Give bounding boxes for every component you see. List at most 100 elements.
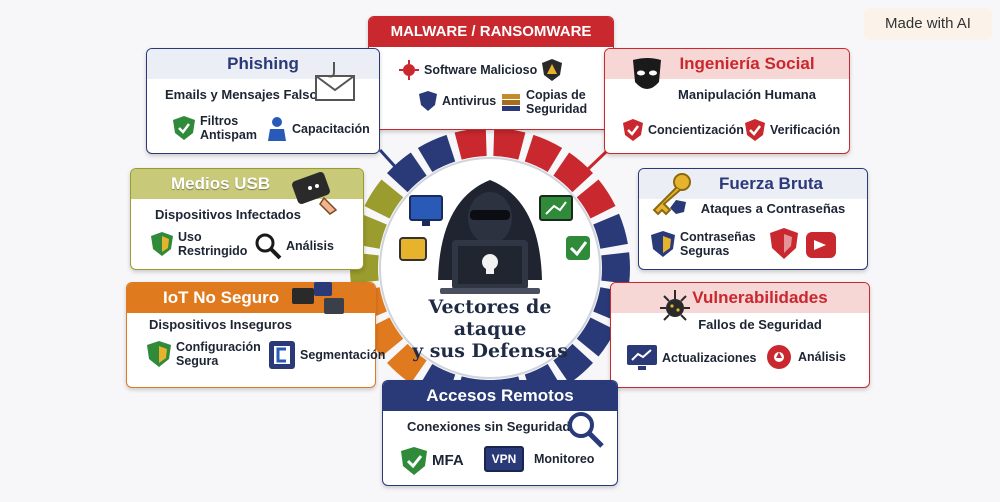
made-with-ai-badge: Made with AI: [864, 8, 992, 40]
usb-defense-restricted-line2: Restringido: [178, 244, 248, 258]
social-defense-awareness: Concientización: [622, 118, 744, 142]
phishing-defense-training: Capacitación: [266, 116, 370, 142]
segment-box-icon: [269, 341, 295, 369]
card-social-threat: Manipulación Humana: [678, 87, 816, 102]
remote-defense-mfa: MFA: [400, 446, 464, 476]
card-vuln-title: Vulnerabilidades: [611, 283, 869, 313]
shield-check-icon: [745, 119, 765, 141]
red-shields-icon: [770, 228, 836, 259]
connector-social: [583, 148, 610, 174]
card-malware-title: MALWARE / RANSOMWARE: [369, 17, 613, 47]
card-usb-threat: Dispositivos Infectados: [155, 207, 301, 222]
malware-defense-backup-line2: Seguridad: [526, 102, 588, 116]
center-title-line2: y sus Defensas: [412, 340, 568, 362]
vuln-defense-analysis: Análisis: [764, 342, 846, 372]
card-vuln-threat: Fallos de Seguridad: [698, 317, 822, 332]
card-remote-title: Accesos Remotos: [383, 381, 617, 411]
vuln-defense-updates: Actualizaciones: [626, 344, 756, 372]
checkmark-icon: [566, 236, 590, 260]
remote-defense-mfa-label: MFA: [432, 452, 464, 469]
social-defense-verification-label: Verificación: [770, 123, 841, 137]
ring-segment: [593, 213, 628, 249]
ring-segment: [417, 134, 456, 173]
shield-icon: [419, 91, 437, 111]
hacker-illustration: [438, 180, 542, 294]
ring-segment: [553, 152, 594, 193]
malware-defense-antivirus: Antivirus: [418, 90, 496, 112]
iot-defense-segmentation-label: Segmentación: [300, 348, 386, 362]
connector-phishing: [378, 148, 402, 174]
center-title-line1: Vectores de ataque: [428, 296, 552, 340]
monitor-chart-icon: [627, 345, 657, 370]
card-brute-threat: Ataques a Contraseñas: [700, 201, 846, 216]
brute-defense-passwords-line2: Seguras: [680, 244, 730, 258]
segment-ring: [349, 128, 631, 408]
person-icon: [268, 117, 286, 141]
ring-segment: [576, 179, 616, 219]
card-phishing-threat: Emails y Mensajes Falsos: [165, 87, 325, 102]
remote-defense-monitoring: Monitoreo: [534, 452, 594, 466]
iot-defense-segmentation: Segmentación: [268, 340, 385, 370]
card-iot-threat: Dispositivos Inseguros: [149, 317, 293, 332]
remote-defense-vpn: VPN: [484, 446, 524, 472]
card-vuln: Vulnerabilidades Fallos de Seguridad: [610, 282, 870, 388]
vuln-defense-analysis-label: Análisis: [798, 350, 846, 364]
phishing-defense-training-label: Capacitación: [292, 122, 370, 136]
shield-icon: [151, 232, 173, 256]
chart-monitor-icon: [539, 195, 573, 221]
ring-segment: [386, 343, 427, 384]
vuln-defense-updates-label: Actualizaciones: [662, 351, 757, 365]
cameras-icon: [292, 282, 344, 314]
virus-icon: [399, 60, 419, 80]
center-title: Vectores de ataque y sus Defensas: [400, 296, 580, 362]
ring-segment: [493, 128, 526, 160]
gear-icon: [767, 345, 791, 369]
shield-check-icon: [173, 116, 195, 140]
social-defense-awareness-label: Concientización: [648, 123, 744, 137]
malware-threat: Software Malicioso: [398, 58, 563, 82]
card-remote-threat: Conexiones sin Seguridad: [407, 419, 571, 434]
email-hook-icon: [315, 62, 355, 101]
mask-icon: [633, 58, 661, 89]
magnifier-icon: [568, 412, 604, 448]
usb-drive-icon: [292, 172, 338, 215]
malware-threat-label: Software Malicioso: [424, 63, 538, 77]
key-icon: [652, 173, 691, 216]
shield-icon: [651, 231, 675, 257]
vpn-badge: VPN: [484, 446, 524, 472]
monitor-icon: [409, 195, 443, 226]
usb-defense-analysis-label: Análisis: [286, 239, 334, 253]
usb-defense-analysis: Análisis: [254, 232, 334, 260]
warning-shield-icon: [542, 59, 563, 81]
remote-defense-monitoring-label: Monitoreo: [534, 452, 595, 466]
folder-icon: [399, 237, 427, 261]
malware-defense-antivirus-label: Antivirus: [442, 94, 497, 108]
iot-defense-config-line2: Segura: [176, 354, 219, 368]
usb-defense-restricted-line1: Uso: [178, 230, 202, 244]
ring-segment: [553, 343, 594, 384]
ring-segment: [576, 317, 616, 357]
bug-icon: [660, 290, 690, 321]
ring-segment: [601, 252, 631, 284]
shield-check-icon: [401, 447, 427, 475]
ring-segment: [524, 134, 563, 173]
ring-segment: [364, 179, 404, 219]
phishing-defense-filters-line1: Filtros: [200, 114, 239, 128]
shield-check-icon: [623, 119, 643, 141]
malware-defense-backup-line1: Copias de: [526, 88, 586, 102]
magnifier-icon: [255, 233, 282, 260]
phishing-defense-filters-line2: Antispam: [200, 128, 257, 142]
card-phishing-title: Phishing: [147, 49, 379, 79]
server-stack-icon: [502, 94, 520, 111]
social-defense-verification: Verificación: [744, 118, 840, 142]
ring-segment: [454, 128, 487, 160]
shield-icon: [147, 341, 171, 367]
brute-defense-passwords-line1: Contraseñas: [680, 230, 756, 244]
